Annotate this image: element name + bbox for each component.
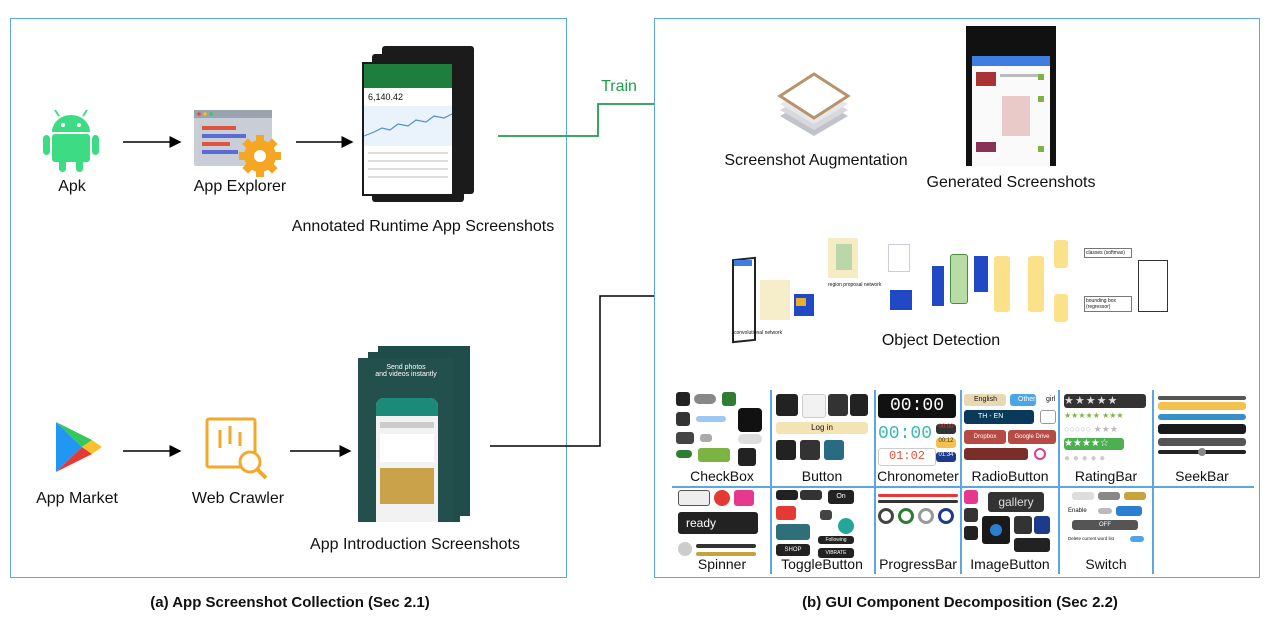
- radio-dropbox[interactable]: Dropbox: [964, 430, 1006, 444]
- seekbar-sample: [1158, 396, 1248, 466]
- radio-google-drive[interactable]: Google Drive: [1008, 430, 1056, 444]
- chrono-s3: 01:34: [936, 452, 956, 462]
- switch-sample: Enable OFF Delete current word list: [1066, 492, 1150, 558]
- caption-b: (b) GUI Component Decomposition (Sec 2.2…: [802, 594, 1118, 611]
- spinner-sample: ready: [676, 490, 766, 560]
- ratingbar-sample: ★★★★★ ★★★★★ ★★★ ○○○○○ ★★★ ★★★★☆ ● ● ● ● …: [1064, 394, 1148, 466]
- toggle-shop[interactable]: SHOP: [776, 544, 810, 556]
- label-button: Button: [801, 468, 843, 484]
- label-seekbar: SeekBar: [1175, 468, 1229, 484]
- generated-label: Generated Screenshots: [926, 174, 1096, 191]
- label-radiobutton: RadioButton: [971, 468, 1049, 484]
- label-togglebutton: ToggleButton: [781, 556, 863, 572]
- chrono-big: 00:00: [878, 394, 956, 418]
- classes-label: classes (softmax): [1084, 248, 1132, 258]
- radio-girl[interactable]: girl: [1046, 396, 1056, 403]
- train-label: Train: [601, 78, 637, 95]
- switch-enable: Enable: [1068, 508, 1087, 514]
- intro-screenshot-stack: Send photos and videos instantly: [358, 346, 470, 524]
- chrono-teal: 00:00: [878, 424, 933, 444]
- stock-value: 6,140.42: [368, 92, 404, 102]
- chrono-red: 01:02: [878, 448, 936, 466]
- intro-caption: Send photos and videos instantly: [375, 364, 437, 378]
- web-crawler-label: Web Crawler: [191, 490, 285, 507]
- label-ratingbar: RatingBar: [1074, 468, 1138, 484]
- label-checkbox: CheckBox: [690, 468, 754, 484]
- label-progressbar: ProgressBar: [879, 556, 957, 572]
- toggle-vibrate[interactable]: VIBRATE: [818, 548, 854, 558]
- caption-a: (a) App Screenshot Collection (Sec 2.1): [150, 594, 430, 611]
- intro-label: App Introduction Screenshots: [310, 536, 520, 553]
- togglebutton-sample: On Following SHOP VIBRATE: [776, 490, 870, 560]
- annotated-screenshot-stack: 6,140.42: [362, 46, 474, 202]
- checkbox-sample: [676, 392, 766, 466]
- layers-icon: [777, 72, 851, 136]
- button-sample: Log in: [776, 394, 870, 466]
- component-grid: CheckBox Log in Button 00:00 00:00 01:02…: [672, 390, 1254, 575]
- network-diagram: convolutional network region proposal ne…: [728, 230, 1168, 344]
- apk-label: Apk: [58, 178, 86, 195]
- augmentation-label: Screenshot Augmentation: [724, 152, 908, 169]
- detection-label: Object Detection: [881, 332, 1001, 349]
- radio-english[interactable]: English: [964, 394, 1006, 406]
- app-explorer-label: App Explorer: [193, 178, 287, 195]
- imagebutton-sample: gallery: [964, 490, 1056, 560]
- switch-off[interactable]: OFF: [1072, 520, 1138, 530]
- bbox-label: bounding box (regressor): [1084, 296, 1132, 312]
- play-store-icon: [56, 422, 102, 472]
- progressbar-sample: [878, 494, 958, 560]
- toggle-following[interactable]: Following: [818, 536, 854, 544]
- label-chronometer: Chronometer: [877, 468, 959, 484]
- panel-a: [10, 18, 567, 578]
- app-explorer-icon: [194, 110, 281, 177]
- switch-delete-word: Delete current word list: [1068, 536, 1115, 541]
- spinner-ready: ready: [678, 512, 758, 534]
- login-button[interactable]: Log in: [776, 422, 868, 434]
- toggle-on[interactable]: On: [828, 490, 854, 504]
- radio-th-en[interactable]: TH - EN: [964, 410, 1034, 424]
- generated-screenshot: [966, 26, 1056, 166]
- gallery-button[interactable]: gallery: [988, 492, 1044, 512]
- label-switch: Switch: [1085, 556, 1127, 572]
- annotated-label: Annotated Runtime App Screenshots: [291, 218, 555, 235]
- label-imagebutton: ImageButton: [970, 556, 1050, 572]
- chrono-s1: 00:00: [936, 424, 956, 434]
- web-crawler-icon: [205, 417, 268, 480]
- android-icon: [43, 109, 99, 172]
- conv-label: convolutional network: [734, 330, 783, 336]
- chronometer-sample: 00:00 00:00 01:02 00:00 00:12 01:34: [878, 394, 958, 466]
- label-spinner: Spinner: [697, 556, 747, 572]
- radiobutton-sample: English Other girl TH - EN Dropbox Googl…: [964, 394, 1056, 466]
- app-market-label: App Market: [36, 490, 118, 507]
- rpn-label: region proposal network: [828, 282, 882, 288]
- chrono-s2: 00:12: [936, 438, 956, 448]
- radio-other[interactable]: Other: [1010, 394, 1036, 406]
